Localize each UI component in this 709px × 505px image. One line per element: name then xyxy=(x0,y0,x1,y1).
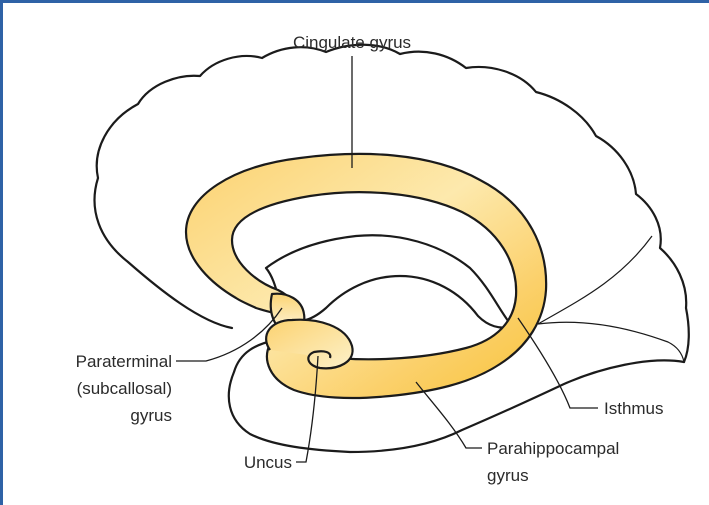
calcarine-line xyxy=(538,322,684,362)
label-paraterminal-1: Paraterminal xyxy=(76,352,172,371)
label-isthmus: Isthmus xyxy=(604,399,664,418)
parieto-occipital-line xyxy=(538,236,652,324)
label-uncus: Uncus xyxy=(244,453,292,472)
label-parahippocampal-1: Parahippocampal xyxy=(487,439,619,458)
label-paraterminal-3: gyrus xyxy=(130,406,172,425)
label-parahippocampal-2: gyrus xyxy=(487,466,529,485)
label-cingulate-gyrus: Cingulate gyrus xyxy=(293,33,411,52)
label-paraterminal-2: (subcallosal) xyxy=(77,379,172,398)
hemisphere-outline xyxy=(95,45,689,362)
